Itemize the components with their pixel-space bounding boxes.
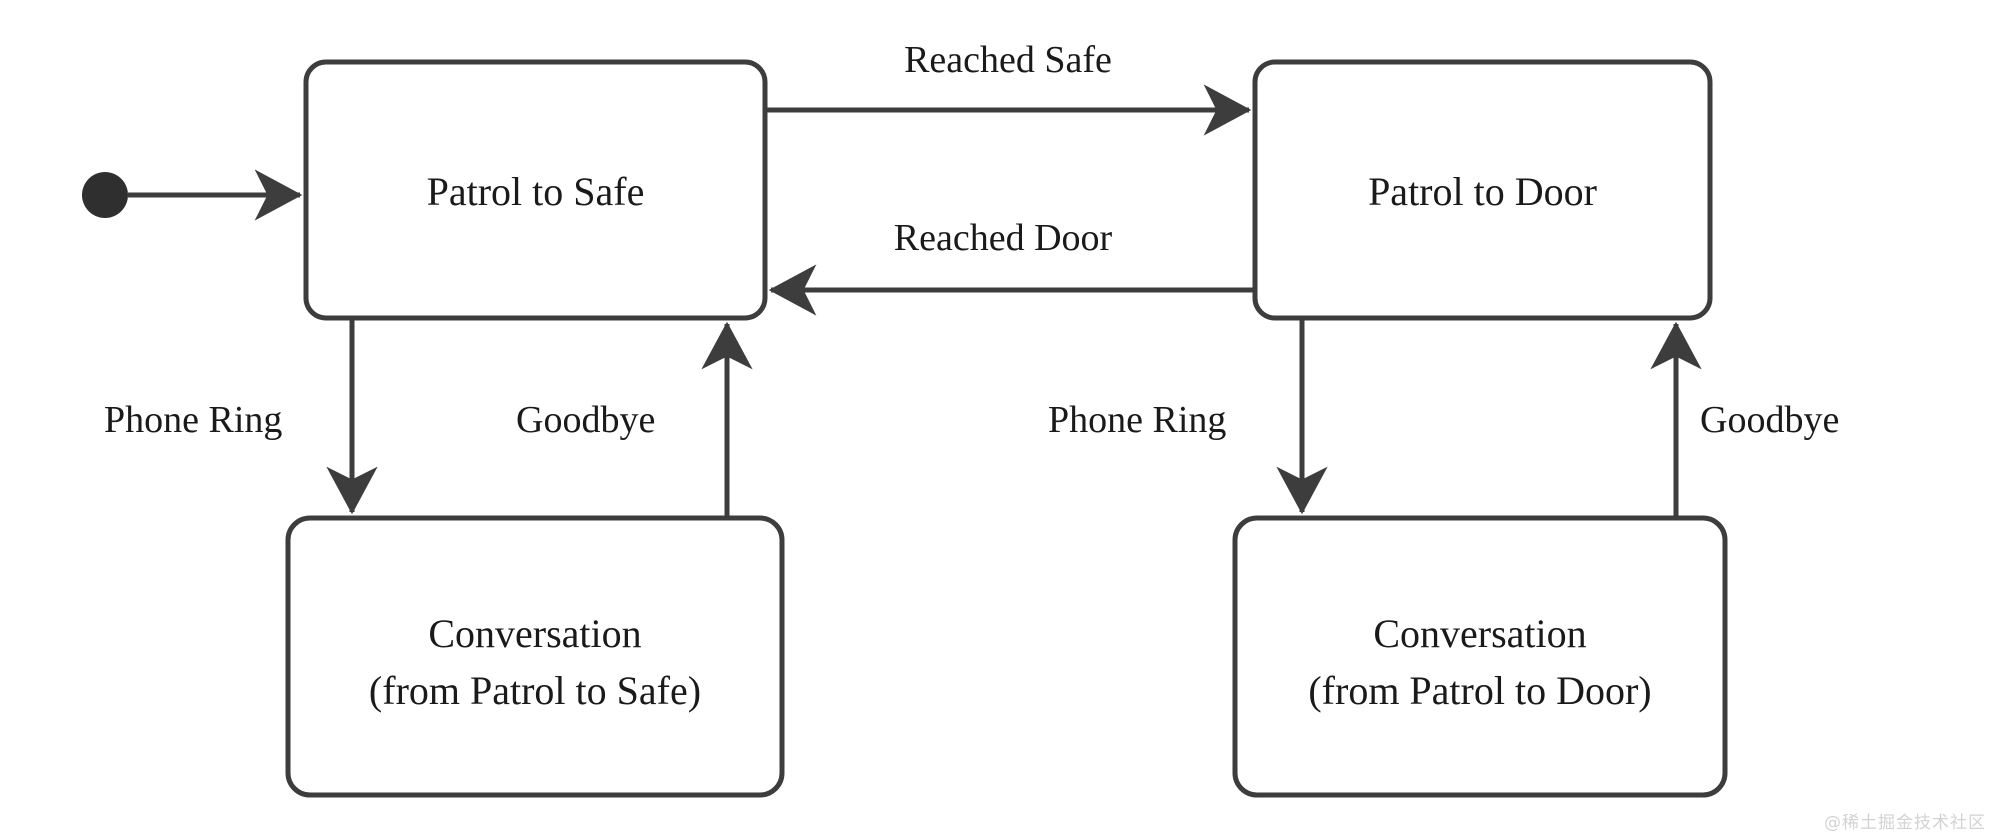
state-box-patrol-to-safe[interactable] (303, 59, 768, 321)
state-box-conversation-from-patrol-to-safe[interactable] (285, 515, 785, 798)
transition-label-reached-door: Reached Door (894, 217, 1113, 259)
state-box-conversation-from-patrol-to-door[interactable] (1232, 515, 1728, 798)
state-label-conversation-safe-line1: Conversation (428, 611, 641, 656)
watermark: @稀土掘金技术社区 (1824, 813, 1986, 833)
transition-label-phone-ring-left: Phone Ring (104, 399, 282, 441)
transition-label-goodbye-left: Goodbye (516, 399, 655, 441)
state-label-patrol-to-safe: Patrol to Safe (427, 169, 645, 214)
state-label-conversation-door-line1: Conversation (1373, 611, 1586, 656)
state-label-patrol-to-door: Patrol to Door (1368, 169, 1597, 214)
transition-label-goodbye-right: Goodbye (1700, 399, 1839, 441)
initial-state-dot (82, 172, 128, 218)
state-box-patrol-to-door[interactable] (1252, 59, 1713, 321)
state-label-conversation-safe-line2: (from Patrol to Safe) (369, 668, 701, 713)
transition-label-phone-ring-right: Phone Ring (1048, 399, 1226, 441)
transition-label-reached-safe: Reached Safe (904, 39, 1112, 81)
state-label-conversation-door-line2: (from Patrol to Door) (1308, 668, 1651, 713)
